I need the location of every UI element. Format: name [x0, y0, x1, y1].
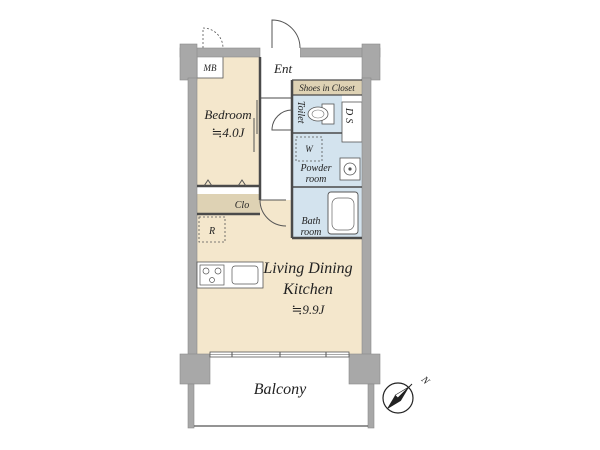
powder-label-1: Powder [299, 163, 331, 174]
fixtures [196, 103, 361, 289]
wall-right [361, 77, 372, 359]
balcony-wall-right [367, 383, 375, 429]
bedroom-size: ≒4.0J [212, 125, 246, 140]
mb-door-swing [202, 27, 224, 49]
column-bottom-right [348, 353, 381, 385]
column-top-right [361, 43, 381, 81]
washer-space [295, 136, 323, 162]
bedroom-label: Bedroom [204, 107, 251, 122]
ldk-label-1: Living Dining [262, 260, 352, 277]
doors [202, 19, 301, 227]
ldk-door-swing [259, 199, 287, 227]
bath-label-2: room [301, 227, 322, 238]
refrigerator-space [198, 216, 226, 243]
column-top-left [179, 43, 198, 81]
entrance-floor [260, 56, 362, 80]
ldk-label-2: Kitchen [282, 281, 333, 298]
shoes-closet-label: Shoes in Closet [299, 83, 355, 93]
closet-label: Clo [235, 200, 249, 211]
balcony-wall-left [187, 383, 195, 429]
washer-label: W [305, 144, 314, 154]
toilet-fixture [307, 103, 335, 125]
kitchen-counter [196, 261, 264, 289]
compass [382, 382, 414, 414]
mb-label: MB [203, 63, 217, 73]
balcony-label: Balcony [254, 381, 307, 398]
refrigerator-label: R [208, 226, 215, 237]
labels: MB Ent Shoes in Closet Toilet DS W Powde… [203, 61, 433, 398]
basin-fixture [339, 157, 361, 181]
shoes-closet-floor [292, 80, 362, 95]
toilet-label: Toilet [295, 101, 306, 124]
entrance-label: Ent [273, 61, 292, 76]
closet-floor [197, 194, 260, 214]
walls [179, 43, 381, 429]
closet-fold-left [203, 179, 213, 187]
powder-label-2: room [306, 174, 327, 185]
entrance-door-gap [272, 47, 300, 58]
closet-fold-right [237, 179, 247, 187]
bath-label-1: Bath [302, 216, 321, 227]
toilet-door-swing [271, 109, 293, 131]
compass-north-label: N [418, 374, 432, 388]
ds-label: DS [343, 107, 354, 126]
wall-left [187, 77, 198, 359]
partitions [197, 57, 362, 240]
column-bottom-left [179, 353, 211, 385]
corridor-floor [260, 98, 292, 200]
bathtub-fixture [327, 191, 359, 235]
ldk-size: ≒9.9J [292, 302, 326, 317]
entrance-door-swing [271, 19, 301, 49]
